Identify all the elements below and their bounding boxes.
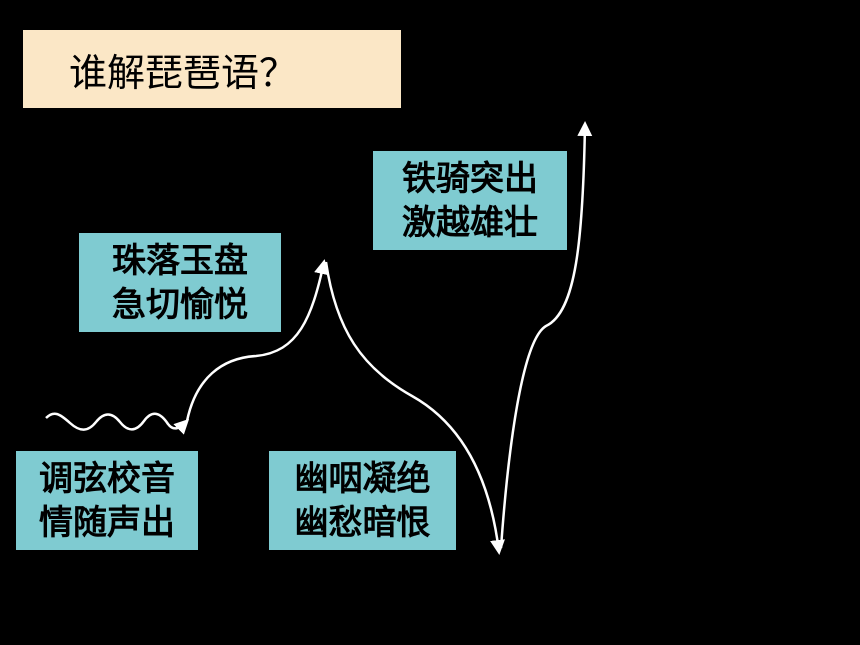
stage-box-line: 情随声出	[39, 502, 175, 543]
stage-box-line: 激越雄壮	[402, 202, 538, 243]
stage-box-climax: 铁骑突出 激越雄壮	[373, 151, 567, 250]
rise-segment-2	[499, 121, 593, 549]
wave-segment	[45, 412, 190, 435]
stage-box-silence: 幽咽凝绝 幽愁暗恨	[269, 451, 456, 550]
rise-segment-1	[185, 259, 329, 422]
fall-segment	[324, 261, 505, 555]
page-title: 谁解琵琶语？	[69, 50, 298, 95]
stage-box-tuning: 调弦校音 情随声出	[16, 451, 198, 550]
stage-box-pearls: 珠落玉盘 急切愉悦	[79, 233, 281, 332]
stage-box-line: 铁骑突出	[402, 158, 538, 199]
title-box: 谁解琵琶语？	[23, 30, 401, 108]
stage-box-line: 幽咽凝绝	[294, 458, 431, 499]
stage-box-line: 调弦校音	[39, 458, 175, 499]
stage-box-line: 珠落玉盘	[112, 240, 248, 281]
stage-box-line: 幽愁暗恨	[294, 502, 431, 543]
stage-box-line: 急切愉悦	[112, 284, 248, 325]
